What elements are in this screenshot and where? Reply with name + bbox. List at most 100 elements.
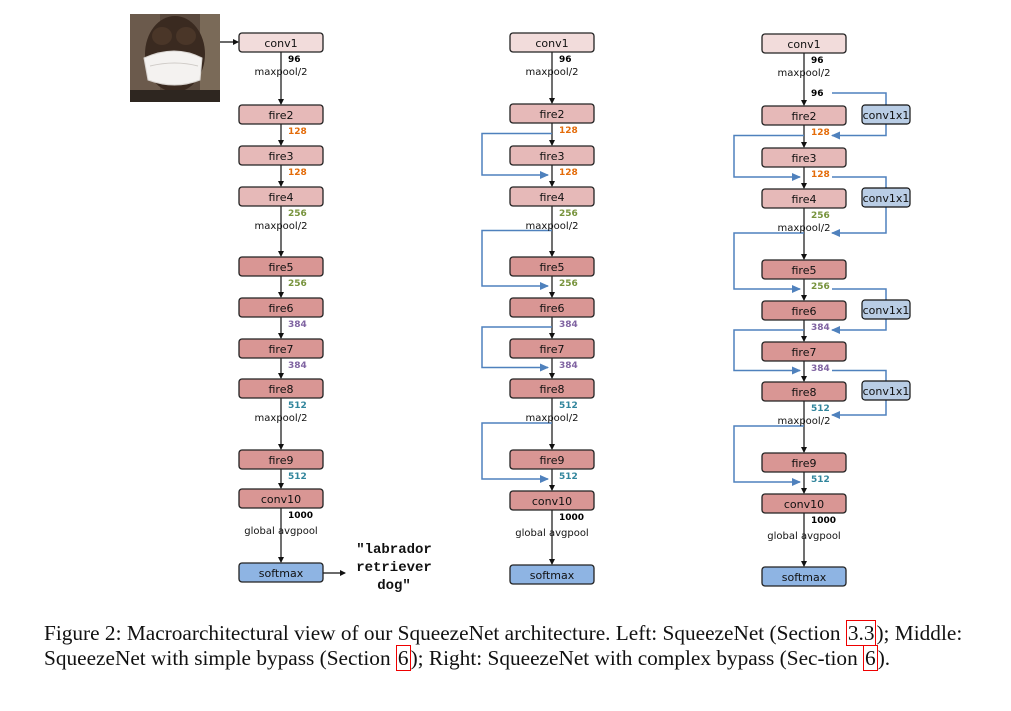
simple-bypass-connection (481, 422, 552, 483)
channel-label-384: 384 (288, 361, 307, 371)
layer-box-fire7 (509, 338, 595, 359)
layer-label-fire3: fire3 (792, 152, 817, 165)
layer-box-fire8 (238, 378, 324, 399)
caption-text-4: ). (877, 646, 891, 670)
channel-label-1000: 1000 (811, 516, 836, 526)
channel-label-1000: 1000 (559, 513, 584, 523)
simple-bypass-connection (733, 232, 804, 293)
layer-label-softmax: softmax (259, 567, 304, 580)
channel-label-384: 384 (288, 320, 307, 330)
layer-box-fire8 (761, 381, 847, 402)
simple-bypass-connection (733, 329, 804, 375)
layer-box-fire9 (761, 452, 847, 473)
layer-label-fire5: fire5 (540, 261, 565, 274)
global-avgpool-label: global avgpool (767, 531, 840, 542)
layer-label-fire4: fire4 (540, 191, 565, 204)
layer-box-fire3 (509, 145, 595, 166)
layer-label-fire7: fire7 (540, 343, 565, 356)
layer-label-softmax: softmax (782, 571, 827, 584)
layer-label-fire9: fire9 (269, 454, 294, 467)
layer-label-fire2: fire2 (792, 110, 817, 123)
layer-label-conv10: conv10 (532, 495, 572, 508)
layer-box-fire3 (761, 147, 847, 168)
simple-bypass-connection (481, 132, 552, 179)
channel-label-96: 96 (559, 55, 572, 65)
maxpool-label: maxpool/2 (526, 413, 579, 424)
layer-label-fire6: fire6 (269, 302, 294, 315)
maxpool-label: maxpool/2 (526, 67, 579, 78)
simple-bypass-connection (733, 134, 804, 181)
global-avgpool-label: global avgpool (244, 526, 317, 537)
channel-label-512: 512 (288, 401, 307, 411)
layer-box-fire7 (761, 341, 847, 362)
channel-label-128: 128 (811, 128, 830, 138)
channel-label-96-bypass: 96 (811, 89, 824, 99)
simple-bypass-connection (733, 425, 804, 486)
layer-box-conv1 (238, 32, 324, 53)
simple-bypass-connection (481, 326, 552, 372)
caption-text-1: Figure 2: Macroarchitectural view of our… (44, 621, 846, 645)
maxpool-label: maxpool/2 (526, 221, 579, 232)
channel-label-96: 96 (811, 56, 824, 66)
channel-label-256: 256 (559, 279, 578, 289)
section-ref-6-middle[interactable]: 6 (395, 645, 411, 671)
layer-box-fire7 (238, 338, 324, 359)
layer-box-softmax (509, 564, 595, 585)
layer-label-softmax: softmax (530, 569, 575, 582)
layer-box-conv1 (509, 32, 595, 53)
layer-box-fire9 (509, 449, 595, 470)
conv1x1-label: conv1x1 (863, 304, 910, 317)
channel-label-256: 256 (288, 209, 307, 219)
channel-label-256: 256 (288, 279, 307, 289)
layer-box-conv10 (509, 490, 595, 511)
channel-label-512: 512 (559, 401, 578, 411)
layer-box-conv10 (761, 493, 847, 514)
section-ref-3-3[interactable]: 3.3 (845, 620, 877, 646)
channel-label-256: 256 (811, 211, 830, 221)
output-label-line: "labrador (356, 542, 432, 558)
layer-label-fire9: fire9 (540, 454, 565, 467)
layer-box-fire4 (509, 186, 595, 207)
section-ref-6-right[interactable]: 6 (863, 645, 878, 671)
layer-label-conv10: conv10 (261, 493, 301, 506)
caption-text-2: ); Middle: SqueezeNet with simple bypass… (44, 621, 963, 670)
layer-label-conv10: conv10 (784, 498, 824, 511)
layer-label-fire4: fire4 (269, 191, 294, 204)
channel-label-1000: 1000 (288, 511, 313, 521)
channel-label-384: 384 (811, 364, 830, 374)
channel-label-128: 128 (559, 168, 578, 178)
layer-box-fire9 (238, 449, 324, 470)
layer-label-fire5: fire5 (269, 261, 294, 274)
conv1x1-box (861, 187, 911, 208)
channel-label-512: 512 (811, 475, 830, 485)
maxpool-label: maxpool/2 (778, 68, 831, 79)
layer-box-fire6 (238, 297, 324, 318)
input-dog-photo (130, 14, 220, 102)
layer-box-fire4 (761, 188, 847, 209)
layer-label-fire8: fire8 (269, 383, 294, 396)
caption-text-3: ); Right: SqueezeNet with complex bypass… (410, 646, 864, 670)
global-avgpool-label: global avgpool (515, 528, 588, 539)
channel-label-512: 512 (811, 404, 830, 414)
maxpool-label: maxpool/2 (255, 221, 308, 232)
layer-box-softmax (238, 562, 324, 583)
channel-label-256: 256 (811, 282, 830, 292)
channel-label-128: 128 (288, 127, 307, 137)
layer-label-fire8: fire8 (792, 386, 817, 399)
maxpool-label: maxpool/2 (255, 413, 308, 424)
layer-label-fire7: fire7 (792, 346, 817, 359)
simple-bypass-connection (481, 229, 552, 290)
conv1x1-label: conv1x1 (863, 192, 910, 205)
layer-box-softmax (761, 566, 847, 587)
layer-label-fire6: fire6 (792, 305, 817, 318)
channel-label-384: 384 (559, 361, 578, 371)
channel-label-512: 512 (559, 472, 578, 482)
output-label-line: retriever (356, 560, 432, 576)
layer-label-conv1: conv1 (264, 37, 297, 50)
channel-label-384: 384 (559, 320, 578, 330)
layer-label-fire3: fire3 (540, 150, 565, 163)
layer-label-fire5: fire5 (792, 264, 817, 277)
figure-caption: Figure 2: Macroarchitectural view of our… (44, 620, 1004, 671)
maxpool-label: maxpool/2 (255, 67, 308, 78)
channel-label-96: 96 (288, 55, 301, 65)
